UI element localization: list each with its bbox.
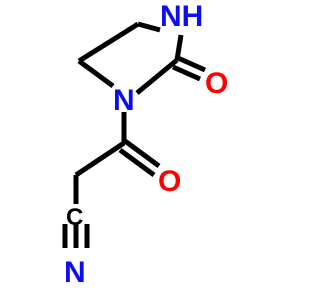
atom-o-ring-label: O (205, 67, 228, 100)
bond-c6-o-a (123, 138, 161, 169)
bond-c2-n1 (135, 58, 179, 95)
atom-n-ring-label: N (113, 84, 135, 117)
bond-c6-o-b (118, 147, 156, 178)
bond-c5-n3 (137, 21, 161, 33)
atom-n-nitrile-label: N (64, 256, 86, 289)
atom-o-chain-label: O (158, 165, 181, 198)
bond-c2-o-b (171, 64, 202, 82)
bond-c4-c5 (77, 21, 140, 64)
atom-c-nitrile-label: C (66, 204, 83, 231)
bond-c2-o-a (176, 55, 207, 73)
bond-c6-c7 (74, 140, 126, 178)
molecule-diagram: NH N O O C N (62, 0, 229, 289)
bond-c4-n1 (77, 58, 115, 89)
bond-n3-c2 (174, 34, 184, 61)
atom-nh-label: NH (160, 0, 203, 33)
